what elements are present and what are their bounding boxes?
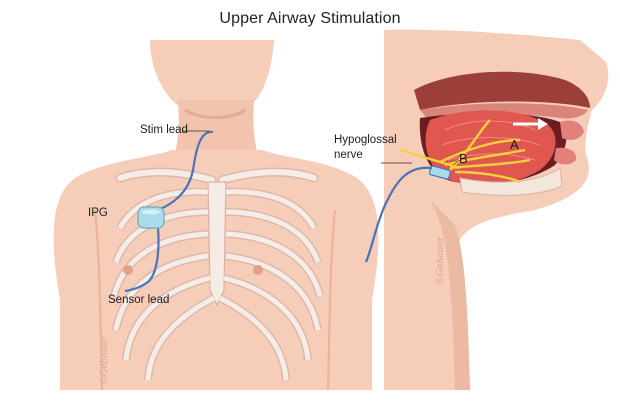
torso-figure <box>53 40 379 391</box>
head-section <box>364 29 609 390</box>
jaw-shadow <box>184 108 246 119</box>
stim-lead-label: Stim lead <box>140 124 188 136</box>
hypoglossal-lead-wire <box>364 166 433 263</box>
lower-lip <box>554 147 577 165</box>
nipple-left <box>123 265 133 275</box>
figure-title: Upper Airway Stimulation <box>219 10 401 27</box>
neck <box>170 100 262 165</box>
sternum <box>207 181 227 307</box>
artist-signature-left: ©Gebauer <box>100 336 110 385</box>
marker-b-line <box>452 159 461 166</box>
hypoglossal-label-line1: Hypoglossal <box>334 134 397 146</box>
ribcage <box>110 167 324 381</box>
hypoglossal-label-line2: nerve <box>334 149 363 161</box>
artist-signature-right: ©Gebauer <box>436 236 446 285</box>
nerve-cuff <box>428 165 451 180</box>
ipg-highlight <box>142 209 160 215</box>
forward-arrow-head <box>538 118 548 130</box>
nasal-cavity <box>414 71 590 110</box>
nipple-right <box>253 265 263 275</box>
upper-lip <box>560 120 584 140</box>
jaw-bone <box>459 167 563 196</box>
ipg-label: IPG <box>88 207 108 219</box>
left-arm-crease <box>94 209 103 391</box>
neck-shadow <box>430 200 470 390</box>
stim-lead-wire <box>157 130 214 212</box>
marker-a: A <box>510 137 519 152</box>
hypoglossal-nerve <box>399 119 531 184</box>
sensor-lead-wire <box>124 227 160 293</box>
right-arm-crease <box>327 209 336 391</box>
head-chin <box>150 40 274 110</box>
sensor-lead-label: Sensor lead <box>108 294 170 306</box>
marker-b: B <box>459 151 468 166</box>
